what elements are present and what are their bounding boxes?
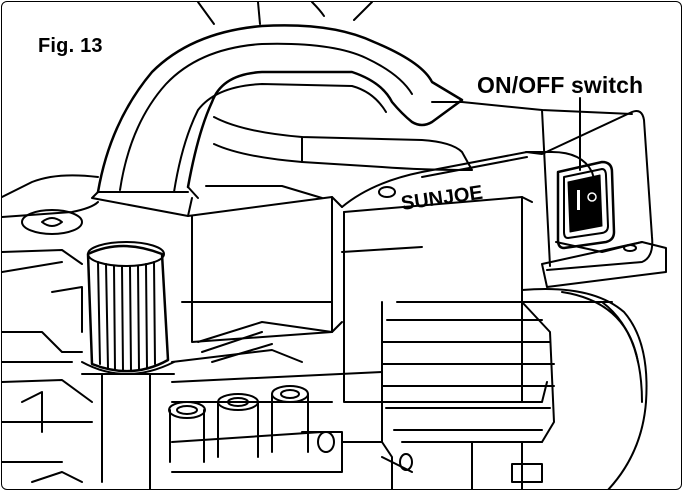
- brand-text: SUNJOE: [400, 182, 485, 215]
- rocker-switch-icon: [556, 160, 616, 250]
- upper-handle-stem: [197, 2, 373, 25]
- motor-housing: [381, 287, 648, 489]
- sunjoe-logo-icon: [378, 186, 396, 198]
- pump-cover: [2, 174, 343, 343]
- control-housing: [341, 101, 667, 403]
- pump-manifold: [2, 321, 543, 489]
- carry-handle: [91, 24, 473, 217]
- figure-label: Fig. 13: [38, 35, 103, 57]
- pressure-knob: [81, 241, 175, 375]
- on-off-switch-callout: ON/OFF switch: [477, 72, 644, 98]
